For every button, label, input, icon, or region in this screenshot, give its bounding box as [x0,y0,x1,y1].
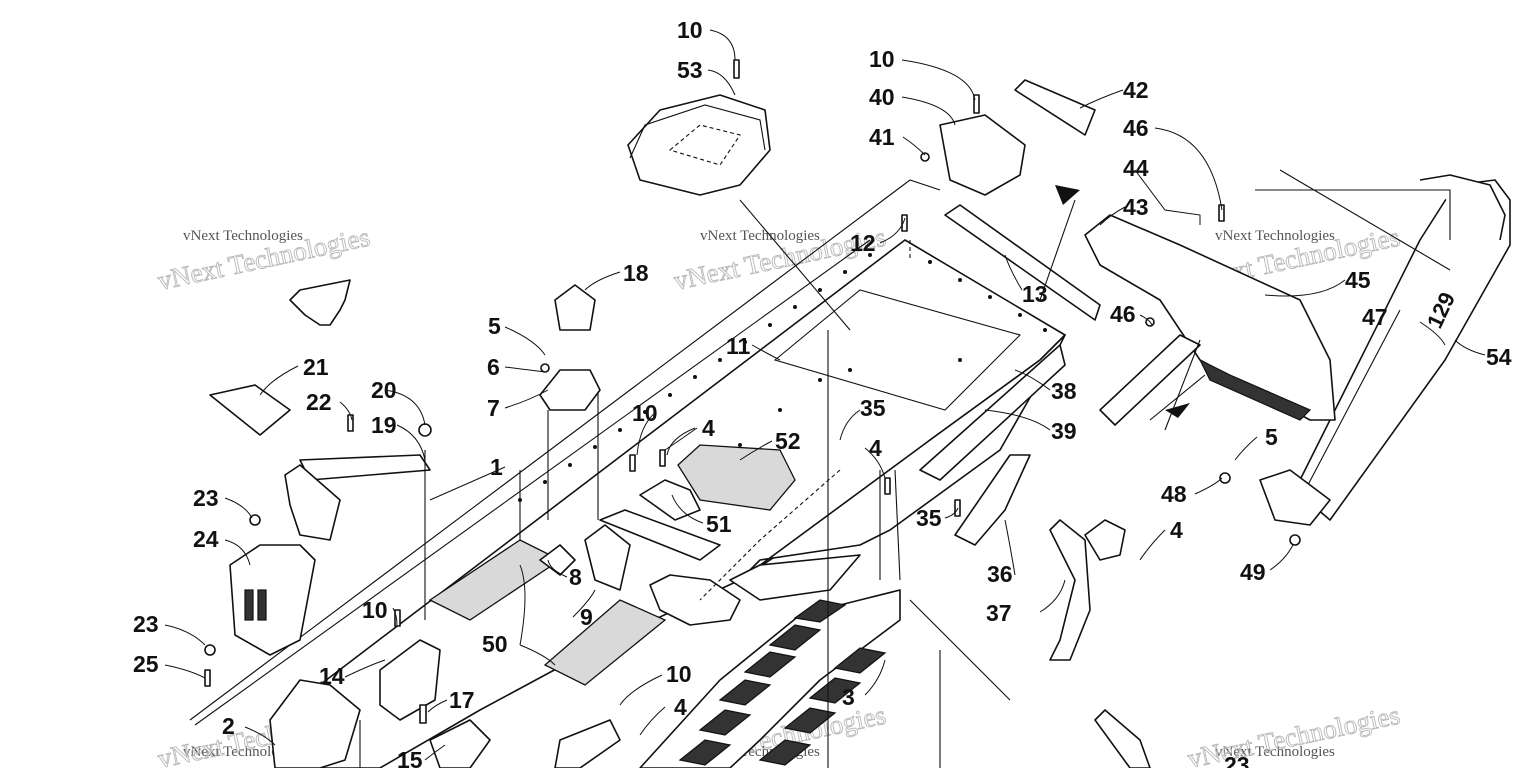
bracket-8 [539,544,576,576]
callout-number: 22 [306,389,332,415]
callout-number: 53 [677,57,703,83]
bracket-9 [584,524,631,591]
callout-number: 23 [1224,752,1250,768]
callout-number: 49 [1240,559,1266,585]
callout-number: 8 [569,564,582,590]
leader-lines [164,29,1486,761]
callout-number: 43 [1123,194,1149,220]
rear-bumper: 129 [1259,174,1511,526]
callout-number: 14 [319,663,345,689]
callout-number: 50 [482,631,508,657]
watermark-text: vNext Technologies [1215,228,1335,244]
callout-number: 37 [986,600,1012,626]
console [649,574,741,626]
seat-bag [627,94,771,196]
callout-number: 23 [193,485,219,511]
corner-bracket [1094,709,1151,768]
callout-number: 25 [133,651,159,677]
callout-number: 47 [1362,304,1388,330]
callout-number: 15 [397,747,423,768]
left-bracket-assembly [209,279,431,656]
watermark-text: vNext Technologies [700,228,820,244]
callout-number: 41 [869,124,895,150]
callout-number: 44 [1123,155,1149,181]
callout-number: 23 [133,611,159,637]
callout-number: 54 [1486,344,1512,370]
callout-labels: 10 53 10 40 42 41 46 44 43 12 13 45 46 4… [133,17,1512,768]
callout-number: 52 [775,428,801,454]
callout-number: 42 [1123,77,1149,103]
callout-number: 10 [632,400,658,426]
callout-number: 12 [850,230,876,256]
callout-number: 20 [371,377,397,403]
part-18 [554,284,596,331]
callout-number: 36 [987,561,1013,587]
callout-number: 18 [623,260,649,286]
callout-number: 48 [1161,481,1187,507]
callout-number: 11 [726,333,751,359]
callout-number: 1 [490,454,503,480]
front-left-chassis [269,639,621,768]
bracket-40 [939,114,1026,196]
callout-number: 35 [860,395,886,421]
callout-number: 10 [677,17,703,43]
callout-number: 46 [1110,301,1136,327]
guide-lines [359,169,1451,768]
callout-number: 38 [1051,378,1077,404]
callout-number: 4 [702,415,715,441]
bar-rail [599,509,721,561]
callout-number: 4 [869,435,882,461]
snow-flap [1084,214,1336,421]
callout-number: 45 [1345,267,1371,293]
rear-rail [1099,334,1201,426]
callout-number: 10 [869,46,895,72]
fasteners [204,59,1301,724]
callout-number: 10 [666,661,692,687]
callout-number: 39 [1051,418,1077,444]
callout-number: 40 [869,84,895,110]
callout-number: 19 [371,412,397,438]
watermark-text: vNext Technologies [1215,744,1335,760]
part-7 [539,369,601,411]
callout-number: 35 [916,505,942,531]
callout-number: 24 [193,526,219,552]
callout-number: 17 [449,687,475,713]
side-panel [954,454,1031,546]
callout-number: 5 [1265,424,1278,450]
callout-number: 6 [487,354,500,380]
callout-number: 3 [842,684,855,710]
callout-number: 4 [1170,517,1183,543]
knob [1084,519,1126,561]
bracket-42 [1014,79,1096,136]
callout-number: 7 [487,395,500,421]
callout-number: 9 [580,604,593,630]
callout-number: 5 [488,313,501,339]
callout-number: 2 [222,713,235,739]
grab-strap [1049,519,1091,661]
decal-38-39 [919,344,1066,481]
callout-number: 4 [674,694,687,720]
watermark-text: vNext Technologies [183,228,303,244]
arrow-marker [1055,185,1080,205]
callout-number: 21 [303,354,329,380]
callout-number: 10 [362,597,388,623]
callout-number: 13 [1022,281,1048,307]
running-board [639,589,901,768]
callout-number: 46 [1123,115,1149,141]
mat-52 [677,444,796,511]
arrow-marker [1165,403,1190,418]
rivet-row [518,253,1047,502]
callout-number: 51 [706,511,732,537]
bracket-51 [639,479,701,521]
